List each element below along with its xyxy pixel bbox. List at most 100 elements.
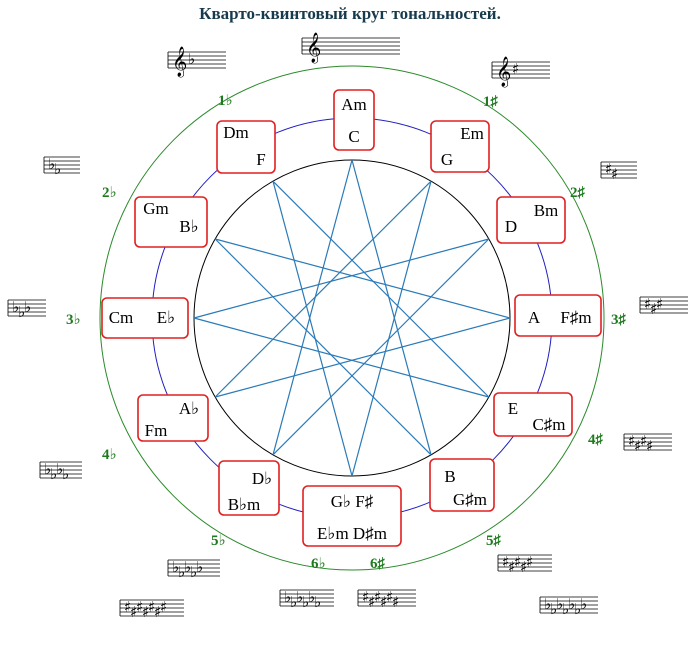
minor-key-label: B♭m [228,495,261,514]
middle-circle [151,117,553,519]
sharp-icon: ♯ [154,603,161,621]
key-signature-d: ♯♯ [600,160,637,183]
key-signature-cb: ♭♭♭♭♭♭♭ [539,595,598,618]
flat-icon: ♭ [314,593,321,611]
key-box-b: B G♯m [429,458,495,512]
flat-icon: ♭ [62,465,69,483]
key-box-a: A F♯m [514,294,602,337]
key-signature-c: 𝄞 [301,32,400,64]
sharp-icon: ♯ [124,598,131,616]
flat-icon: ♭ [196,558,203,576]
key-signature-cs: ♯♯♯♯♯♯♯ [119,598,184,621]
inner-circle [193,159,511,477]
minor-key-label: Dm [223,123,249,142]
key-signature-f: 𝄞♭ [167,46,226,78]
sharp-icon: ♯ [130,603,137,621]
star-line [214,238,432,456]
sharp-icon: ♯ [386,588,393,606]
major-key-label: C [348,127,359,146]
star-line [272,181,353,477]
key-box-g: Em G [430,120,490,173]
minor-key-label: Gm [143,199,169,218]
major-key-label: B♭ [179,217,198,236]
treble-clef-icon: 𝄞 [172,46,187,78]
flat-icon: ♭ [302,593,309,611]
flat-icon: ♭ [54,160,61,178]
flat-icon: ♭ [284,588,291,606]
flat-icon: ♭ [18,303,25,321]
major-key-label: A [528,308,541,327]
flat-icon: ♭ [24,298,31,316]
sharp-icon: ♯ [512,60,519,78]
flat-icon: ♭ [574,600,581,618]
flat-icon: ♭ [56,460,63,478]
major-key-label: F [256,150,265,169]
outer-circle [99,65,605,571]
count-label-flat-6: 6♭ [311,556,326,572]
major-key-label: G♭ F♯ [331,492,374,511]
minor-key-label: Fm [145,421,168,440]
flat-icon: ♭ [44,460,51,478]
major-key-label: A♭ [179,399,199,418]
star-line [272,238,490,456]
treble-clef-icon: 𝄞 [306,32,321,64]
major-key-label: B [444,467,455,486]
sharp-icon: ♯ [628,432,635,450]
sharp-icon: ♯ [374,588,381,606]
key-signature-ab: ♭♭♭♭ [39,460,82,483]
minor-key-label: C♯m [532,415,565,434]
flat-icon: ♭ [178,563,185,581]
major-key-label: E [508,399,518,418]
flat-icon: ♭ [50,465,57,483]
star-line [214,180,432,398]
star-line [272,180,490,398]
sharp-icon: ♯ [644,295,651,313]
sharp-icon: ♯ [646,437,653,455]
sharp-icon: ♯ [514,553,521,571]
count-label-flat-4: 4♭ [102,447,117,463]
sharp-icon: ♯ [392,593,399,611]
key-box-db: D♭ B♭m [218,460,280,516]
key-signature-gb: ♭♭♭♭♭♭ [279,588,334,611]
sharp-icon: ♯ [650,300,657,318]
count-label-flat-5: 5♭ [211,533,226,549]
sharp-icon: ♯ [502,553,509,571]
key-signature-g: 𝄞♯ [491,56,550,88]
key-box-fs-gb: G♭ F♯ E♭m D♯m [302,485,402,547]
minor-key-label: F♯m [560,308,591,327]
sharp-icon: ♯ [380,593,387,611]
major-key-label: D♭ [252,469,272,488]
count-label-sharp-2: 2♯ [570,185,586,201]
flat-icon: ♭ [308,588,315,606]
flat-icon: ♭ [188,50,195,68]
flat-icon: ♭ [290,593,297,611]
flat-icon: ♭ [562,600,569,618]
sharp-icon: ♯ [634,437,641,455]
sharp-icon: ♯ [605,160,612,178]
key-box-e: E C♯m [493,392,573,437]
minor-key-label: Bm [534,201,559,220]
flat-icon: ♭ [544,595,551,613]
sharp-icon: ♯ [640,432,647,450]
flat-icon: ♭ [580,595,587,613]
major-key-label: D [505,217,517,236]
flat-icon: ♭ [296,588,303,606]
count-label-sharp-1: 1♯ [483,94,499,110]
star-line [351,159,432,455]
key-signature-a: ♯♯♯ [639,295,688,318]
flat-icon: ♭ [172,558,179,576]
star-line [272,159,353,455]
sharp-icon: ♯ [611,165,618,183]
flat-icon: ♭ [184,558,191,576]
count-label-sharp-6: 6♯ [370,556,386,572]
key-box-d: Bm D [496,196,566,244]
flat-icon: ♭ [12,298,19,316]
key-box-c: Am C [333,89,375,151]
count-label-sharp-5: 5♯ [486,533,502,549]
minor-key-label: G♯m [453,490,487,509]
count-label-flat-3: 3♭ [66,312,81,328]
flat-icon: ♭ [556,595,563,613]
sharp-icon: ♯ [148,598,155,616]
key-signature-e: ♯♯♯♯ [623,432,672,455]
